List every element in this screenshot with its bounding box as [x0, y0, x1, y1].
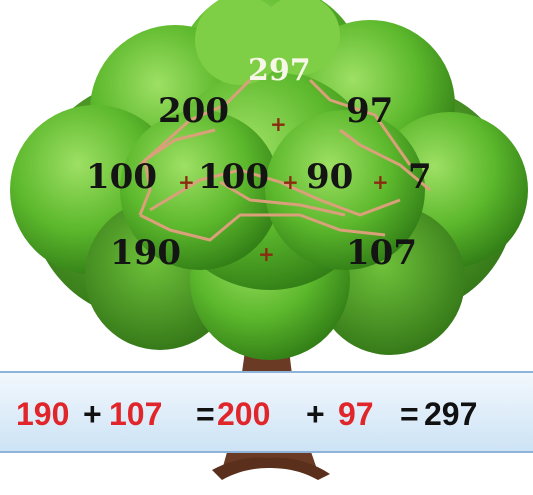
number-97: 97	[346, 91, 394, 131]
equation-bar	[0, 371, 533, 453]
number-190: 190	[110, 233, 181, 273]
total-number: 297	[248, 53, 311, 88]
equals-sign: =	[196, 396, 215, 432]
plus-sign: +	[282, 170, 299, 194]
plus-sign: +	[372, 170, 389, 194]
equation-term-190: 190	[16, 396, 70, 432]
number-100-right: 100	[198, 157, 269, 197]
number-200: 200	[158, 91, 229, 131]
equation-result: 297	[424, 396, 478, 432]
number-90: 90	[306, 157, 354, 197]
connector-lines	[138, 78, 431, 242]
number-107: 107	[346, 233, 417, 273]
plus-sign: +	[258, 242, 275, 266]
plus-sign: +	[306, 396, 325, 432]
number-100-left: 100	[86, 157, 157, 197]
plus-sign: +	[270, 112, 287, 136]
equation-term-97: 97	[338, 396, 374, 432]
equals-sign: =	[400, 396, 419, 432]
equation-term-107: 107	[109, 396, 163, 432]
equation-term-200: 200	[217, 396, 271, 432]
plus-sign: +	[83, 396, 102, 432]
equation: 190 + 107 = 200 + 97 = 297	[0, 394, 533, 434]
plus-sign: +	[178, 170, 195, 194]
number-7: 7	[408, 157, 432, 197]
